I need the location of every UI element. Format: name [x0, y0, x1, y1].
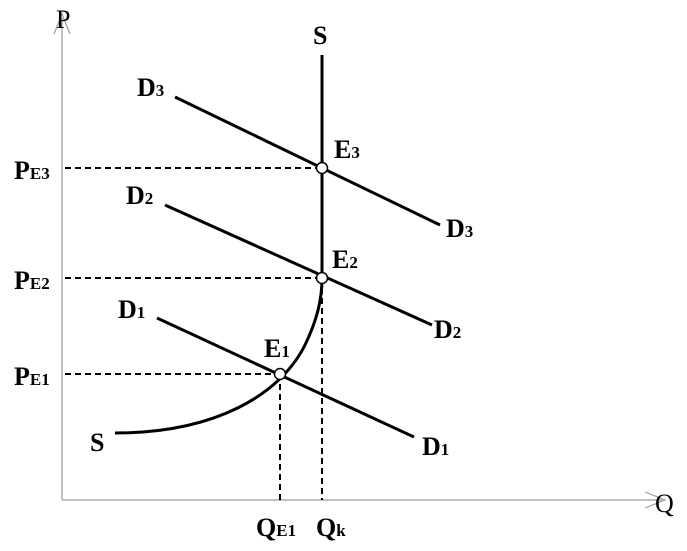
- y-axis-label: P: [56, 5, 70, 34]
- x-axis-arrow: [644, 491, 667, 509]
- label-qk: Qk: [316, 513, 346, 542]
- supply-label-top: S: [313, 21, 327, 50]
- label-e2: E2: [332, 245, 358, 274]
- equilibrium-point-e1: [273, 367, 287, 381]
- demand-curve-d3: [174, 95, 441, 227]
- label-pe2: PE2: [14, 266, 50, 295]
- label-d2-left: D2: [126, 181, 153, 210]
- label-pe1: PE1: [14, 362, 50, 391]
- label-pe3: PE3: [14, 156, 50, 185]
- label-e1: E1: [264, 334, 290, 363]
- label-e3: E3: [334, 135, 360, 164]
- equilibrium-point-e3: [315, 161, 329, 175]
- label-qe1: QE1: [256, 513, 296, 542]
- demand-curve-d2: [164, 203, 433, 327]
- label-d1-right: D1: [422, 432, 449, 461]
- supply-label-bottom: S: [90, 428, 104, 457]
- label-d3-left: D3: [137, 73, 164, 102]
- supply-curve-lower: [114, 277, 324, 435]
- label-d3-right: D3: [446, 214, 473, 243]
- label-d2-right: D2: [434, 315, 461, 344]
- label-d1-left: D1: [118, 295, 145, 324]
- demand-curve-d1: [156, 316, 415, 439]
- equilibrium-point-e2: [315, 271, 329, 285]
- y-axis-arrow: [53, 12, 71, 35]
- x-axis-label: Q: [655, 489, 674, 518]
